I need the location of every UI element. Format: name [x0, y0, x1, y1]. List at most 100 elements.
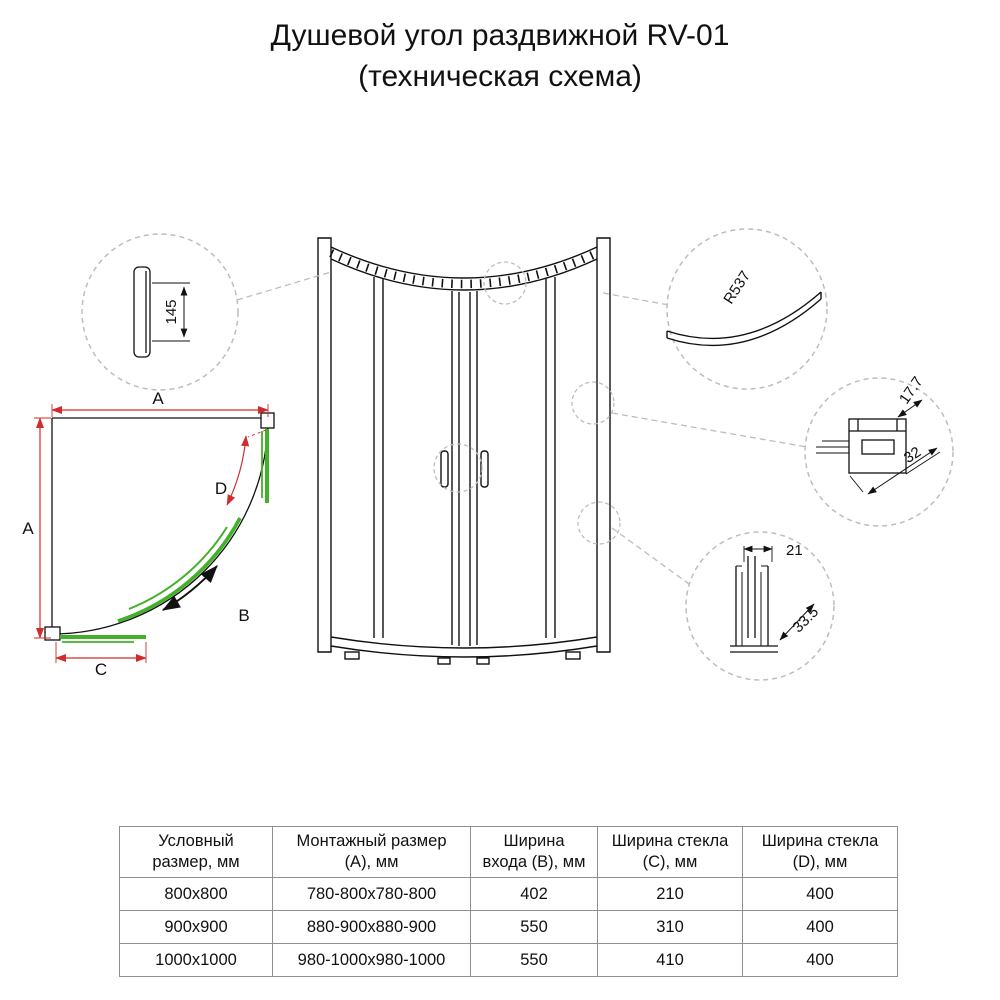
- connector-right-top: [602, 292, 670, 306]
- wall-profile-shape: [133, 266, 151, 358]
- radius-arc-outer: [666, 291, 822, 340]
- plan-a-left-label: A: [22, 519, 34, 538]
- title-line2: (техническая схема): [358, 59, 642, 93]
- plan-d-label: D: [215, 479, 227, 498]
- detail-circle-radius: [666, 228, 828, 390]
- cell-nominal-size: 900x900: [119, 910, 273, 944]
- section-inner: [849, 419, 906, 432]
- front-view-drawing: [317, 237, 611, 665]
- dim-17-7-label: 17.7: [896, 374, 927, 408]
- radius-arc-caps: [666, 292, 822, 338]
- right-door-handle: [480, 450, 489, 488]
- table-row: 900x900 880-900x880-900 550 310 400: [119, 910, 898, 944]
- section-inner-box: [861, 439, 895, 455]
- table-row: 1000x1000 980-1000x980-1000 550 410 400: [119, 943, 898, 977]
- cell-glass-c-width: 210: [597, 877, 743, 911]
- size-table: Условный размер, мм Монтажный размер (А)…: [119, 826, 898, 977]
- plan-c-label: C: [95, 660, 107, 679]
- cell-mounting-size: 980-1000x980-1000: [272, 943, 471, 977]
- dim-d-extension: [247, 429, 267, 438]
- detail-wall-profile: [133, 266, 190, 358]
- foot-bracket: [476, 657, 490, 665]
- dim-145-label: 145: [163, 299, 180, 324]
- dim-33-5-label: 33.5: [789, 603, 822, 636]
- title-line1: Душевой угол раздвижной RV-01: [270, 19, 730, 52]
- source-circle-bottom: [577, 501, 621, 545]
- cell-mounting-size: 780-800x780-800: [272, 877, 471, 911]
- foot-bracket: [437, 657, 451, 665]
- dim-32-extensions: [849, 451, 941, 493]
- cell-nominal-size: 1000x1000: [119, 943, 273, 977]
- cell-glass-d-width: 400: [742, 877, 898, 911]
- radius-arc-inner: [666, 298, 822, 347]
- left-wall-profile: [317, 237, 332, 653]
- size-table-header-row: Условный размер, мм Монтажный размер (А)…: [119, 826, 898, 878]
- plan-view-drawing: [34, 404, 275, 663]
- section-glass-lines: [816, 440, 849, 454]
- top-rail-hatch: [329, 249, 599, 289]
- dim-a-top-ticks: [51, 404, 269, 417]
- plan-a-top-label: A: [152, 389, 164, 408]
- top-rail-inner: [330, 258, 598, 291]
- right-wall-profile: [596, 237, 611, 653]
- page-title: Душевой угол раздвижной RV-01 (техническ…: [0, 16, 1000, 97]
- cell-entry-width: 550: [470, 943, 598, 977]
- dim-21-label: 21: [786, 542, 803, 559]
- dim-32-line: [867, 447, 938, 495]
- detail-top-profile-section: [816, 399, 941, 495]
- foot-bracket: [344, 651, 360, 660]
- source-circle-handles: [433, 443, 483, 493]
- foot-bracket: [565, 651, 581, 660]
- col-header-glass-d-width: Ширина стекла (D), мм: [742, 826, 898, 878]
- cell-glass-c-width: 310: [597, 910, 743, 944]
- technical-diagram: 145 R537 17.7 32 21 33.5: [22, 228, 954, 681]
- detail-circle-wall-profile: [81, 233, 239, 391]
- detail-circle-bottom-guide: [685, 531, 835, 681]
- top-rail-outer: [330, 246, 598, 279]
- plan-profile-top-right: [260, 412, 275, 429]
- cell-glass-d-width: 400: [742, 910, 898, 944]
- dim-33-5-line: [779, 603, 815, 641]
- col-header-glass-c-width: Ширина стекла (C), мм: [597, 826, 743, 878]
- dim-r537-label: R537: [720, 268, 754, 307]
- detail-bottom-guide: [730, 545, 815, 653]
- col-header-entry-width: Ширина входа (B), мм: [470, 826, 598, 878]
- dim-145-extensions: [152, 282, 190, 342]
- dim-d-arc: [226, 435, 250, 506]
- dim-21-extensions: [743, 546, 773, 562]
- left-door-handle: [440, 450, 449, 488]
- dim-c-ticks: [55, 642, 147, 663]
- dim-32-label: 32: [901, 444, 924, 467]
- detail-circle-top-section: [804, 377, 954, 527]
- detail-arc-radius: [666, 291, 822, 347]
- detail-connector-lines: [236, 271, 808, 585]
- cell-entry-width: 550: [470, 910, 598, 944]
- detail-bubbles: [81, 228, 954, 681]
- bottom-rail-outer: [330, 636, 598, 649]
- cell-entry-width: 402: [470, 877, 598, 911]
- source-circle-top-rail: [483, 261, 527, 305]
- glass-panel-edges: [373, 277, 556, 646]
- connector-left: [236, 271, 332, 301]
- plan-b-label: B: [238, 606, 249, 625]
- bottom-rail-inner: [330, 645, 598, 658]
- plan-glass-door-arc-inner: [128, 526, 228, 610]
- cell-glass-d-width: 400: [742, 943, 898, 977]
- cell-glass-c-width: 410: [597, 943, 743, 977]
- cell-nominal-size: 800x800: [119, 877, 273, 911]
- connector-right-bottom: [611, 527, 690, 585]
- guide-channel: [730, 566, 778, 653]
- plan-slide-arrow: [162, 565, 218, 611]
- source-circle-profile: [571, 381, 615, 425]
- dim-a-left-ticks: [34, 417, 51, 639]
- plan-profile-bottom-left: [44, 626, 61, 641]
- guide-glass-lines: [747, 556, 756, 638]
- table-row: 800x800 780-800x780-800 402 210 400: [119, 877, 898, 911]
- guide-channel-inner: [736, 565, 768, 646]
- dim-17-7-line: [897, 399, 923, 418]
- col-header-mounting-size: Монтажный размер (А), мм: [272, 826, 471, 878]
- cell-mounting-size: 880-900x880-900: [272, 910, 471, 944]
- detail-source-circles: [433, 261, 621, 545]
- connector-right-mid: [611, 412, 808, 448]
- col-header-nominal-size: Условный размер, мм: [119, 826, 273, 878]
